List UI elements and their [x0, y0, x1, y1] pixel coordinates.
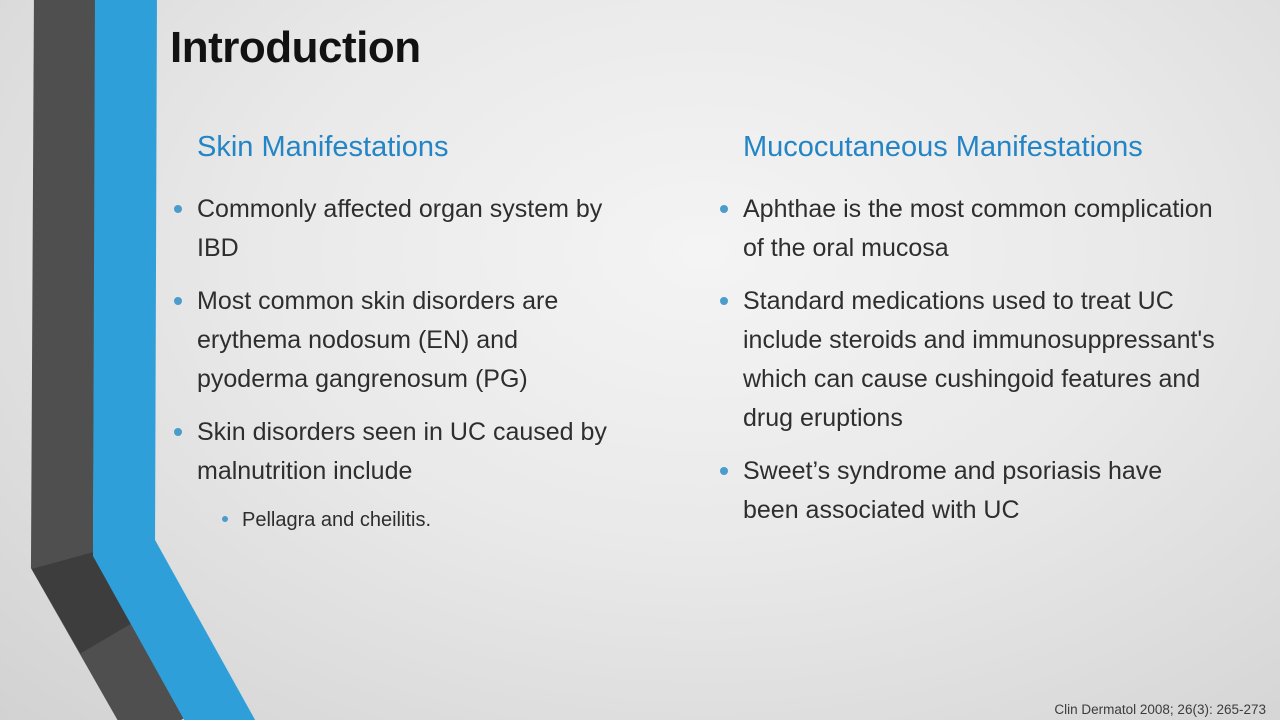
right-column: Mucocutaneous Manifestations Aphthae is … [718, 130, 1218, 544]
bullet-icon [720, 205, 728, 213]
bullet-icon [174, 297, 182, 305]
left-column: Skin Manifestations Commonly affected or… [172, 130, 627, 549]
right-column-heading: Mucocutaneous Manifestations [743, 131, 1143, 163]
bullet-icon [222, 516, 228, 522]
bullet-item: Skin disorders seen in UC caused by maln… [172, 413, 627, 491]
bullet-item: Commonly affected organ system by IBD [172, 190, 627, 268]
bullet-item: Most common skin disorders are erythema … [172, 282, 627, 399]
bullet-item: Standard medications used to treat UC in… [718, 282, 1218, 438]
bullet-icon [720, 297, 728, 305]
bullet-icon [174, 428, 182, 436]
left-column-heading: Skin Manifestations [197, 131, 449, 163]
bullet-subitem: Pellagra and cheilitis. [220, 505, 627, 535]
bullet-item: Aphthae is the most common complication … [718, 190, 1218, 268]
bullet-item: Sweet’s syndrome and psoriasis have been… [718, 452, 1218, 530]
bullet-text: Most common skin disorders are erythema … [197, 287, 559, 393]
bullet-text: Sweet’s syndrome and psoriasis have been… [743, 457, 1163, 524]
bullet-text: Aphthae is the most common complication … [743, 195, 1213, 262]
slide-title: Introduction [170, 23, 421, 72]
bullet-text: Standard medications used to treat UC in… [743, 287, 1215, 432]
band-fold-shadow [31, 552, 134, 654]
bullet-text: Skin disorders seen in UC caused by maln… [197, 418, 607, 485]
dark-band-shape [30, 0, 187, 720]
bullet-icon [720, 467, 728, 475]
right-bullet-list: Aphthae is the most common complication … [718, 190, 1218, 530]
left-bullet-list: Commonly affected organ system by IBD Mo… [172, 190, 627, 535]
bullet-text: Commonly affected organ system by IBD [197, 195, 603, 262]
bullet-text: Pellagra and cheilitis. [242, 509, 431, 531]
citation: Clin Dermatol 2008; 26(3): 265-273 [1054, 702, 1266, 717]
bullet-icon [174, 205, 182, 213]
